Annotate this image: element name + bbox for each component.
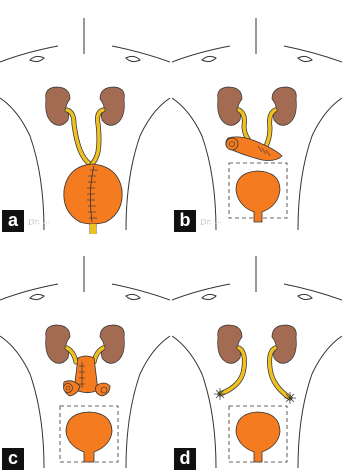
right-kidney: [100, 325, 124, 363]
panel-c-illustration: [0, 238, 170, 472]
right-kidney: [272, 87, 296, 125]
panel-b: b Dr. ...: [172, 0, 342, 234]
panel-label-b: b: [174, 210, 196, 232]
native-bladder: [236, 412, 280, 462]
left-ureter: [67, 110, 90, 164]
bowel-limb-right: [96, 383, 110, 396]
native-bladder: [66, 412, 112, 462]
native-bladder: [236, 171, 280, 222]
right-kidney: [100, 87, 124, 125]
panel-d-illustration: [172, 238, 342, 472]
left-kidney: [218, 87, 242, 125]
panel-label-c: c: [2, 448, 24, 470]
panel-c: c: [0, 238, 170, 472]
panel-d: d: [172, 238, 342, 472]
stoma: [226, 138, 238, 150]
panel-label-d: d: [174, 448, 196, 470]
left-kidney: [46, 87, 70, 125]
panel-label-a: a: [2, 210, 24, 232]
panel-b-illustration: [172, 0, 342, 234]
left-kidney: [218, 325, 242, 363]
panel-a-illustration: [0, 0, 170, 234]
left-kidney: [46, 325, 70, 363]
panel-a: a Dr. ...: [0, 0, 170, 234]
right-kidney: [272, 325, 296, 363]
